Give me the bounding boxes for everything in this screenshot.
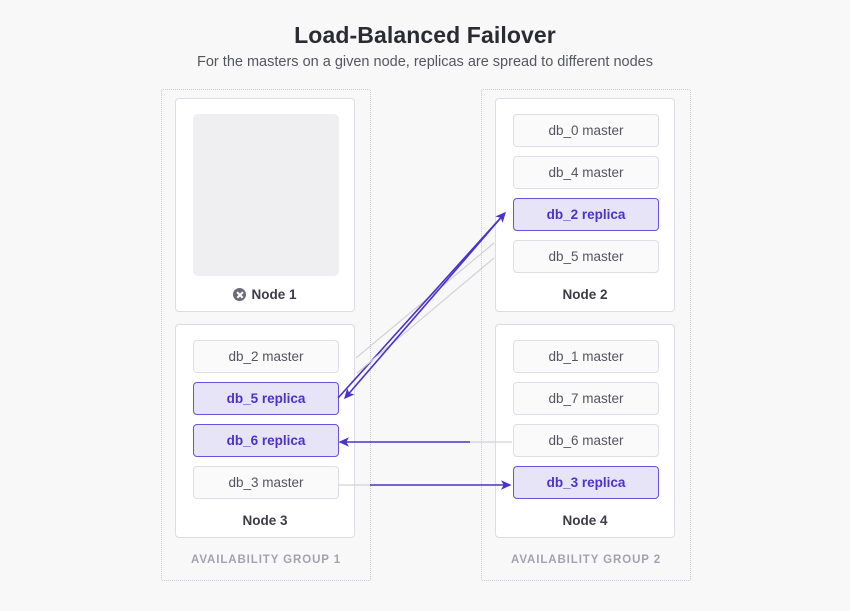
db-box-db_6-replica[interactable]: db_6 replica	[193, 424, 339, 457]
node-panel-3[interactable]: db_2 master db_5 replica db_6 replica db…	[175, 324, 355, 538]
node-panel-2[interactable]: db_0 master db_4 master db_2 replica db_…	[495, 98, 675, 312]
node-panel-4[interactable]: db_1 master db_7 master db_6 master db_3…	[495, 324, 675, 538]
db-box-db_1-master[interactable]: db_1 master	[513, 340, 659, 373]
node-1-label: Node 1	[176, 286, 354, 302]
node-3-database-list: db_2 master db_5 replica db_6 replica db…	[193, 340, 339, 508]
availability-group-1-label: AVAILABILITY GROUP 1	[190, 554, 342, 566]
db-box-db_2-master[interactable]: db_2 master	[193, 340, 339, 373]
db-box-db_4-master[interactable]: db_4 master	[513, 156, 659, 189]
node-2-label-text: Node 2	[562, 286, 608, 302]
node-4-label: Node 4	[496, 512, 674, 528]
db-box-db_7-master[interactable]: db_7 master	[513, 382, 659, 415]
page-subtitle: For the masters on a given node, replica…	[197, 54, 653, 70]
db-box-db_3-master[interactable]: db_3 master	[193, 466, 339, 499]
db-box-db_0-master[interactable]: db_0 master	[513, 114, 659, 147]
node-3-label: Node 3	[176, 512, 354, 528]
db-box-db_6-master[interactable]: db_6 master	[513, 424, 659, 457]
node-2-label: Node 2	[496, 286, 674, 302]
page-title: Load-Balanced Failover	[294, 22, 556, 48]
node-panel-1[interactable]: Node 1	[175, 98, 355, 312]
node-2-database-list: db_0 master db_4 master db_2 replica db_…	[513, 114, 659, 282]
db-box-db_5-master[interactable]: db_5 master	[513, 240, 659, 273]
node-1-label-text: Node 1	[251, 286, 297, 302]
x-circle-icon	[233, 287, 247, 301]
db-box-db_3-replica[interactable]: db_3 replica	[513, 466, 659, 499]
node-3-label-text: Node 3	[242, 512, 288, 528]
availability-group-2-label: AVAILABILITY GROUP 2	[510, 554, 662, 566]
db-box-db_2-replica[interactable]: db_2 replica	[513, 198, 659, 231]
db-box-db_5-replica[interactable]: db_5 replica	[193, 382, 339, 415]
node-1-empty-placeholder	[193, 114, 339, 276]
node-4-label-text: Node 4	[562, 512, 608, 528]
node-4-database-list: db_1 master db_7 master db_6 master db_3…	[513, 340, 659, 508]
